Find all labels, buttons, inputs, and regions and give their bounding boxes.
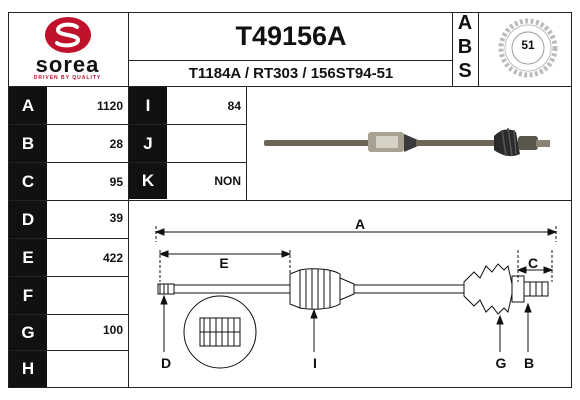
header-bottom-line: [8, 86, 572, 87]
row-line: [8, 238, 128, 239]
row-line: [8, 276, 128, 277]
oe-references: T1184A / RT303 / 156ST94-51: [188, 64, 394, 82]
diagram-label-g: G: [495, 355, 507, 371]
logo-tagline: DRIVEN BY QUALITY: [33, 75, 102, 81]
row-line: [128, 124, 246, 125]
spec-value-k: NON: [214, 174, 241, 188]
diagram-label-i: I: [313, 355, 317, 371]
spec-label-f: F: [9, 277, 47, 314]
row-line: [8, 314, 128, 315]
abs-letter-a: A: [457, 12, 473, 34]
spec-value-j: [168, 125, 246, 162]
row-line: [8, 162, 128, 163]
spec-label-e: E: [9, 239, 47, 276]
logo-mark-icon: [45, 17, 91, 53]
spec-label-c: C: [9, 163, 47, 200]
spec-label-d: D: [9, 201, 47, 238]
spec-label-a: A: [9, 87, 47, 124]
row-line: [8, 124, 128, 125]
diagram-label-b: B: [523, 355, 535, 371]
row-line: [128, 200, 572, 201]
spec-label-j: J: [129, 125, 167, 162]
spec-value-g: 100: [102, 322, 123, 337]
dim-label-a: A: [354, 216, 366, 232]
spec-value-c: 95: [109, 174, 123, 189]
col-line: [246, 86, 247, 200]
spec-value-e: 422: [102, 250, 123, 265]
spec-value-a: 1120: [96, 98, 123, 113]
abs-divider: [452, 12, 453, 86]
spec-value-d: 39: [109, 210, 123, 225]
diagram-label-d: D: [160, 355, 172, 371]
spec-value-f: [48, 277, 128, 314]
abs-ring-gear-icon: [498, 18, 558, 78]
abs-letter-b: B: [457, 36, 473, 58]
dimension-diagram: [154, 226, 558, 369]
dim-label-c: C: [527, 255, 539, 271]
abs-letter-s: S: [458, 60, 472, 82]
row-line: [128, 162, 246, 163]
spec-label-h: H: [9, 351, 47, 387]
spec-label-b: B: [9, 125, 47, 162]
part-number: T49156A: [235, 20, 347, 51]
row-line: [8, 350, 128, 351]
spec-value-h: [48, 351, 128, 387]
dim-label-e: E: [219, 255, 229, 271]
spec-label-g: G: [9, 315, 47, 350]
spec-label-i: I: [129, 87, 167, 124]
title-divider: [128, 60, 452, 61]
spec-value-b: 28: [109, 136, 123, 151]
row-line: [8, 200, 128, 201]
spec-label-k: K: [129, 163, 167, 199]
abs-teeth-count: 51: [521, 38, 535, 52]
spec-value-i: 84: [227, 98, 241, 113]
drive-shaft-photo: [264, 127, 550, 157]
abs-divider-2: [478, 12, 479, 86]
logo-wordmark: sorea: [35, 52, 100, 77]
